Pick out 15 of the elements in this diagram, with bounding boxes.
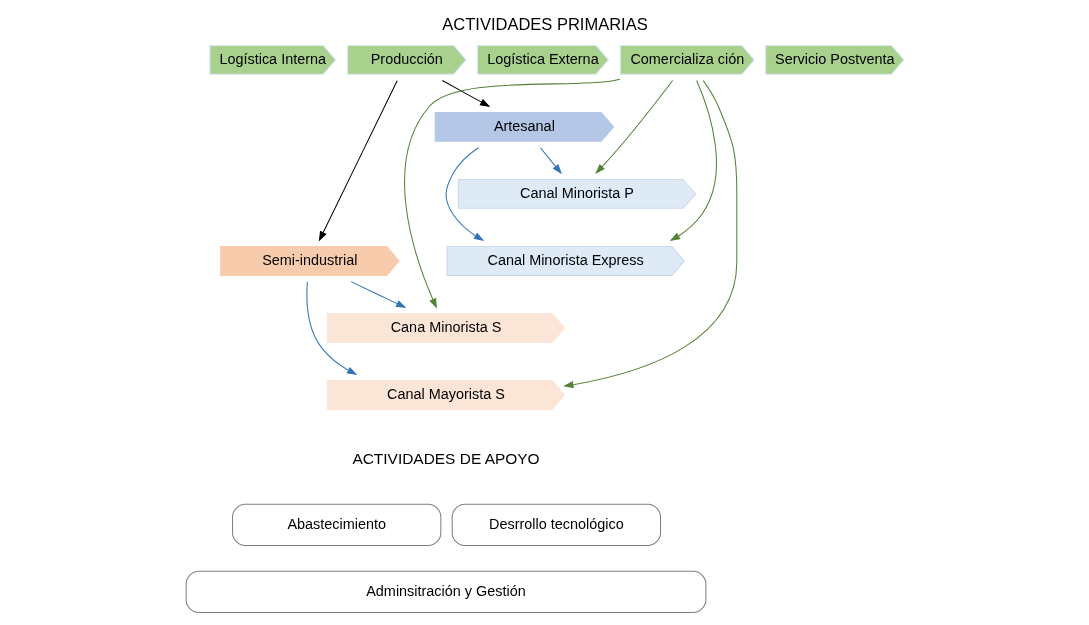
arrow	[594, 80, 673, 174]
node-box: Abastecimiento	[231, 503, 441, 547]
arrow	[562, 80, 737, 389]
arrow	[539, 147, 562, 175]
node-box: Adminsitración y Gestión	[185, 570, 706, 614]
arrow	[350, 281, 406, 308]
node-box: Desrrollo tecnológico	[451, 503, 661, 547]
arrow	[403, 78, 620, 309]
arrow	[305, 281, 357, 375]
arrow	[441, 80, 490, 107]
arrow	[318, 80, 398, 242]
label: ACTIVIDADES DE APOYO	[351, 449, 540, 467]
diagram-title: ACTIVIDADES PRIMARIAS	[441, 14, 648, 33]
arrow	[669, 80, 717, 242]
arrow	[445, 147, 484, 241]
